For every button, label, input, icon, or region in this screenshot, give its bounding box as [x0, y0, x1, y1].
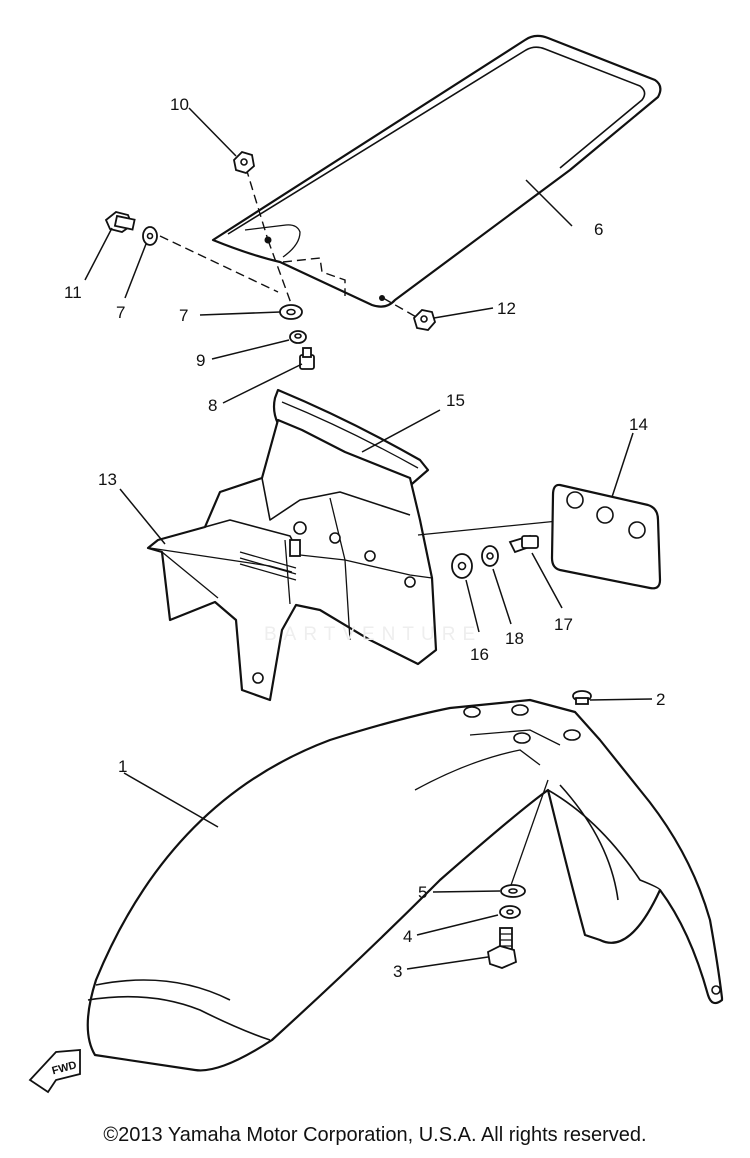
nut-12[interactable]: [412, 309, 437, 331]
callout-17: 17: [554, 615, 573, 634]
callout-14: 14: [629, 415, 648, 434]
washer-4[interactable]: [499, 905, 521, 919]
callout-7-lower: 7: [179, 306, 188, 325]
callout-8: 8: [208, 396, 217, 415]
bolt-8[interactable]: [299, 347, 315, 370]
nut-10[interactable]: [233, 150, 255, 175]
plate[interactable]: [550, 483, 662, 590]
front-fender[interactable]: [86, 698, 724, 1072]
callout-18: 18: [505, 629, 524, 648]
washer-18[interactable]: [481, 545, 499, 567]
callout-6: 6: [594, 220, 603, 239]
watermark: BARTVENTURE: [264, 624, 483, 645]
callout-4: 4: [403, 927, 412, 946]
callout-13: 13: [98, 470, 117, 489]
callout-9: 9: [196, 351, 205, 370]
callout-10: 10: [170, 95, 189, 114]
collar-9[interactable]: [289, 330, 307, 344]
callout-5: 5: [418, 883, 427, 902]
callout-16: 16: [470, 645, 489, 664]
callout-12: 12: [497, 299, 516, 318]
washer-16[interactable]: [451, 553, 473, 579]
copyright-notice: ©2013 Yamaha Motor Corporation, U.S.A. A…: [103, 1124, 647, 1146]
washer-7-upper[interactable]: [142, 226, 158, 246]
washer-7-lower[interactable]: [279, 304, 303, 320]
callout-2: 2: [656, 690, 665, 709]
fwd-direction-icon: FWD: [28, 1049, 81, 1094]
callout-15: 15: [446, 391, 465, 410]
callout-3: 3: [393, 962, 402, 981]
screw-2[interactable]: [572, 690, 592, 705]
rear-fender[interactable]: [211, 34, 662, 308]
bolt-17[interactable]: [508, 534, 539, 554]
bolt-3[interactable]: [487, 927, 518, 969]
clip-5[interactable]: [500, 884, 526, 898]
callout-7-upper: 7: [116, 303, 125, 322]
fender-bracket[interactable]: [146, 418, 438, 702]
callout-1: 1: [118, 757, 127, 776]
callout-11: 11: [64, 283, 82, 302]
bolt-11[interactable]: [104, 211, 136, 233]
